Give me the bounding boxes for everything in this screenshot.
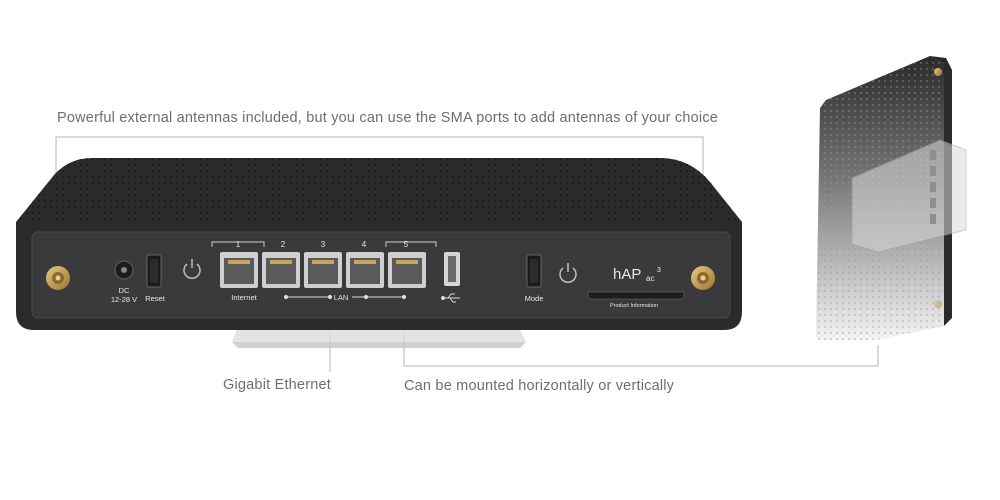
- lan-line: [283, 294, 407, 300]
- callout-gigabit-ethernet: Gigabit Ethernet: [223, 377, 331, 393]
- port-numbers: 1 2 3 4 5: [236, 240, 409, 249]
- mode-label: Mode: [525, 294, 544, 303]
- brand-logo: hAP ac 3: [613, 266, 661, 283]
- usb-icon: [441, 293, 460, 303]
- port-number-2: 2: [281, 240, 286, 249]
- dc-jack: [114, 260, 134, 280]
- port-number-3: 3: [321, 240, 326, 249]
- ethernet-port-bracket: [211, 241, 437, 247]
- brand-text: hAP: [613, 266, 641, 283]
- power-symbol-icon: [183, 259, 201, 279]
- product-info-plate: [587, 291, 685, 300]
- brand-sub-text: ac: [646, 274, 654, 283]
- sma-connector-top: [934, 68, 942, 76]
- callout-antennas: Powerful external antennas included, but…: [57, 110, 719, 126]
- brand-sup-text: 3: [657, 267, 661, 274]
- reset-button: [146, 254, 162, 288]
- port-number-5: 5: [404, 240, 409, 249]
- usb-port: [444, 252, 460, 286]
- router-vertical: [816, 56, 967, 340]
- internet-label: Internet: [231, 293, 257, 302]
- sma-connector-bottom: [934, 300, 942, 308]
- port-number-1: 1: [236, 240, 241, 249]
- power-symbol-icon-2: [559, 263, 577, 283]
- callout-mounting: Can be mounted horizontally or verticall…: [404, 378, 675, 394]
- ethernet-ports: [220, 252, 426, 288]
- port-number-4: 4: [362, 240, 367, 249]
- sma-connector-right: [691, 266, 715, 290]
- sma-connector-left: [46, 266, 70, 290]
- product-info-label: Product Information: [610, 303, 658, 309]
- reset-label: Reset: [145, 294, 166, 303]
- dc-voltage-label: 12-28 V: [111, 295, 137, 304]
- lan-label: LAN: [334, 293, 349, 302]
- dc-label: DC: [119, 286, 130, 295]
- mode-button: [526, 254, 542, 288]
